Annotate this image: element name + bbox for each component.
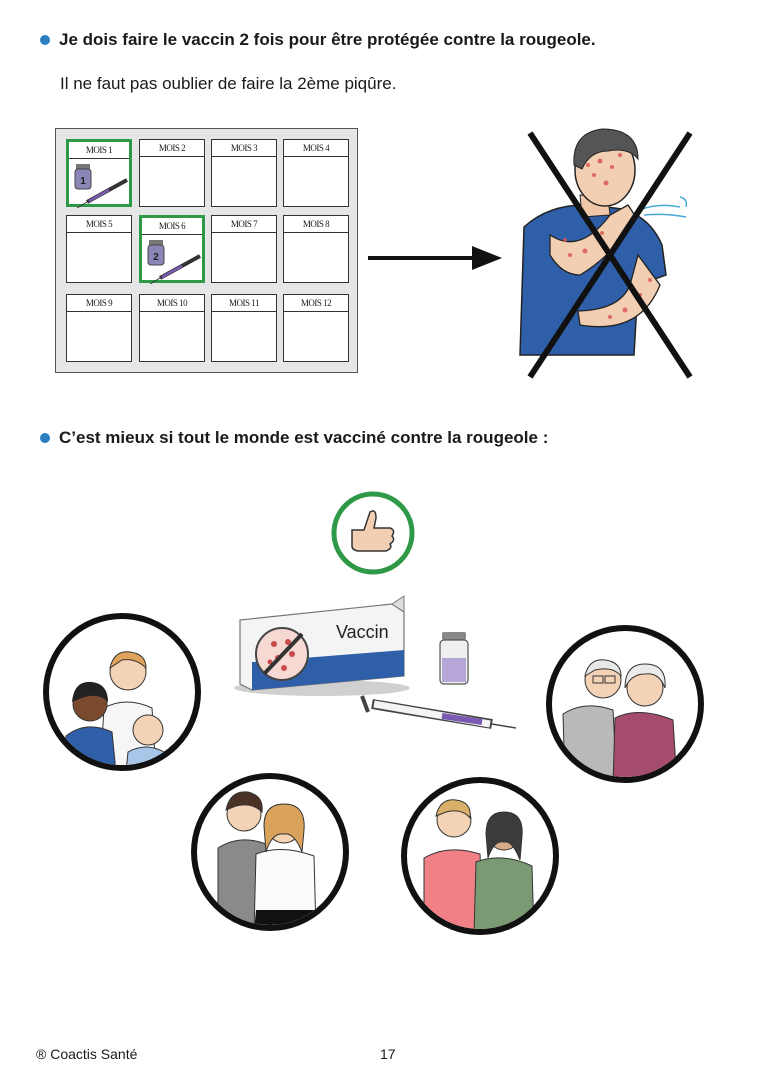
calendar-cell-month-10: MOIS 10 [139,294,205,362]
calendar-cell-month-7: MOIS 7 [211,215,277,283]
vaccination-calendar: MOIS 1 1 MOIS 2 MOIS 3 MOIS 4 MOIS 5 MOI… [55,128,358,373]
young-couple-illustration [191,773,349,931]
heading-text: C’est mieux si tout le monde est vacciné… [59,428,549,447]
thumbs-up-icon [331,491,415,575]
adult-couple-illustration [401,777,559,935]
calendar-cell-month-8: MOIS 8 [283,215,349,283]
vaccine-dose-2-icon: 2 [147,240,201,284]
month-label: MOIS 12 [284,295,348,312]
section-1-heading: Je dois faire le vaccin 2 fois pour être… [40,30,596,50]
month-label: MOIS 6 [142,218,202,235]
vaccine-dose-1-icon: 1 [74,164,128,208]
month-label: MOIS 11 [212,295,276,312]
calendar-cell-month-1: MOIS 1 1 [66,139,132,208]
arrow-right-icon [368,246,502,270]
elderly-couple-illustration [546,625,704,783]
calendar-cell-month-4: MOIS 4 [283,139,349,207]
month-label: MOIS 7 [212,216,276,233]
calendar-cell-month-5: MOIS 5 [66,215,132,283]
sick-person-crossed-out-illustration [519,128,693,379]
month-label: MOIS 2 [140,140,204,157]
month-label: MOIS 4 [284,140,348,157]
calendar-cell-month-12: MOIS 12 [283,294,349,362]
calendar-cell-month-6: MOIS 6 2 [139,215,205,284]
month-label: MOIS 9 [67,295,131,312]
vaccine-box-label: Vaccin [336,622,389,642]
section-1-subtext: Il ne faut pas oublier de faire la 2ème … [60,74,397,93]
family-with-children-illustration [43,613,201,771]
svg-text:2: 2 [153,252,159,263]
calendar-cell-month-2: MOIS 2 [139,139,205,207]
heading-text: Je dois faire le vaccin 2 fois pour être… [59,30,596,49]
svg-text:1: 1 [80,176,86,187]
month-label: MOIS 3 [212,140,276,157]
month-label: MOIS 10 [140,295,204,312]
page-number: 17 [380,1046,396,1062]
calendar-cell-month-9: MOIS 9 [66,294,132,362]
month-label: MOIS 8 [284,216,348,233]
bullet-dot [40,35,50,45]
bullet-dot [40,433,50,443]
copyright-text: ® Coactis Santé [36,1046,138,1062]
calendar-cell-month-11: MOIS 11 [211,294,277,362]
section-2-heading: C’est mieux si tout le monde est vacciné… [40,428,548,448]
month-label: MOIS 1 [69,142,129,159]
month-label: MOIS 5 [67,216,131,233]
calendar-cell-month-3: MOIS 3 [211,139,277,207]
vaccine-box-illustration: Vaccin [234,595,517,729]
